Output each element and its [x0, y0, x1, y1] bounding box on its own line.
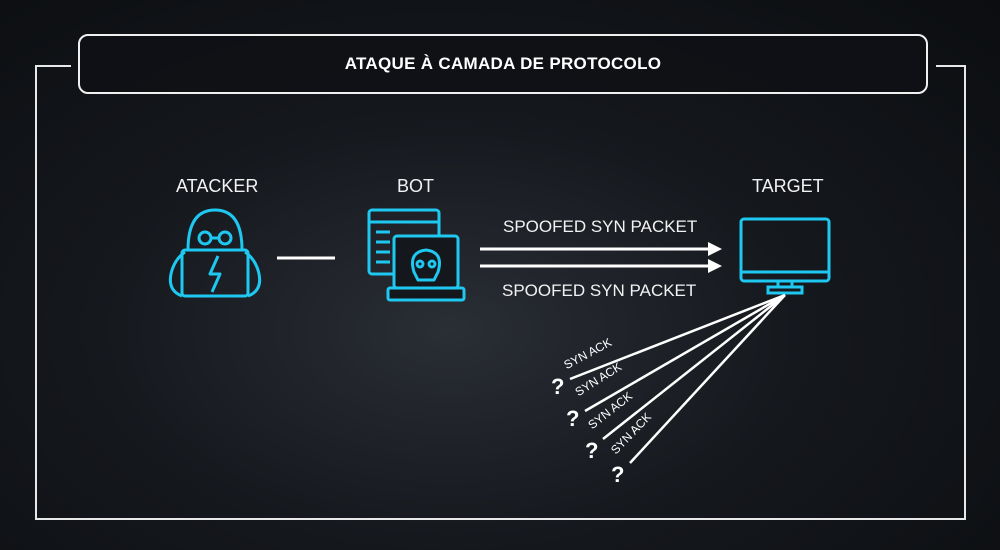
- question-mark-icon: ?: [611, 462, 625, 487]
- title-text: ATAQUE À CAMADA DE PROTOCOLO: [344, 54, 662, 73]
- arrow-spoofed-top: [480, 242, 722, 256]
- question-mark-icon: ?: [551, 374, 565, 399]
- spoofed-packet-label-top: SPOOFED SYN PACKET: [503, 217, 698, 236]
- bot-skull-laptop-icon: [367, 208, 466, 302]
- frame-edge: [35, 65, 71, 67]
- monitor-icon: [739, 217, 831, 295]
- hacker-laptop-icon: [168, 208, 262, 298]
- arrow-spoofed-bottom: [480, 259, 722, 273]
- frame-edge: [936, 65, 966, 67]
- bot-label: BOT: [397, 176, 435, 196]
- diagram-frame: [35, 65, 966, 520]
- target-label: TARGET: [752, 176, 824, 196]
- question-mark-icon: ?: [585, 438, 599, 463]
- diagram-title: ATAQUE À CAMADA DE PROTOCOLO: [78, 34, 928, 94]
- spoofed-packet-label-bottom: SPOOFED SYN PACKET: [502, 281, 697, 300]
- attacker-label: ATACKER: [176, 176, 259, 196]
- question-mark-icon: ?: [566, 406, 580, 431]
- syn-ack-lines: [569, 293, 786, 464]
